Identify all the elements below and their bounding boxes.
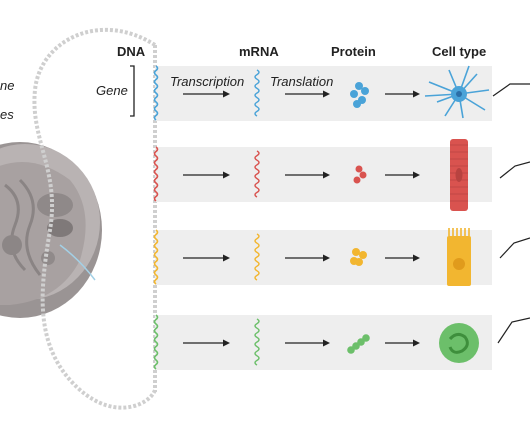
- gene-label: Gene: [96, 83, 128, 98]
- protein-blob: [353, 100, 361, 108]
- header-protein: Protein: [331, 44, 376, 59]
- neuron-nucleus: [456, 91, 462, 97]
- chromosome-strand: [32, 27, 157, 410]
- arrow-head: [413, 90, 420, 98]
- protein-blob: [353, 176, 361, 184]
- arrow-head: [223, 339, 230, 347]
- dna-gene-segment: [153, 229, 159, 285]
- transcription-label: Transcription: [170, 74, 245, 89]
- protein-blob: [359, 251, 367, 259]
- protein-blob: [352, 248, 360, 256]
- protein-blob: [362, 334, 370, 342]
- protein-blob: [355, 82, 363, 90]
- header-mrna: mRNA: [239, 44, 279, 59]
- gene-row-2: [153, 139, 492, 211]
- muscle-nucleus: [455, 168, 463, 182]
- header-dna: DNA: [117, 44, 146, 59]
- gene-bracket: [130, 65, 135, 117]
- arrow-head: [413, 339, 420, 347]
- dna-gene-segment: [153, 65, 159, 121]
- protein-blob: [350, 90, 358, 98]
- header-cell-type: Cell type: [432, 44, 487, 59]
- mrna-strand: [254, 233, 260, 281]
- arrow-head: [323, 171, 330, 179]
- arrow-head: [323, 90, 330, 98]
- dna-gene-segment: [153, 314, 159, 370]
- arrow-head: [323, 254, 330, 262]
- immune-nucleus: [448, 332, 469, 354]
- cut-label-1: ne: [0, 78, 15, 93]
- protein-blob: [361, 87, 369, 95]
- mrna-strand: [254, 318, 260, 366]
- arrow-head: [223, 171, 230, 179]
- dna-gene-segment: [153, 146, 159, 202]
- arrow-head: [223, 254, 230, 262]
- protein-blob: [350, 257, 358, 265]
- connector-lines: [492, 83, 530, 344]
- arrow-head: [413, 254, 420, 262]
- cut-label-2: es: [0, 107, 14, 122]
- mrna-strand: [254, 150, 260, 198]
- arrow-head: [223, 90, 230, 98]
- protein-blob: [359, 171, 367, 179]
- arrow-head: [323, 339, 330, 347]
- mrna-strand: [254, 69, 260, 117]
- translation-label: Translation: [270, 74, 334, 89]
- protein-blob: [355, 165, 363, 173]
- gene-row-4: [153, 314, 492, 370]
- gene-row-1: [153, 65, 492, 121]
- gene-row-3: [153, 228, 492, 286]
- epithelial-nucleus: [453, 258, 465, 270]
- arrow-head: [413, 171, 420, 179]
- immune-body: [439, 323, 479, 363]
